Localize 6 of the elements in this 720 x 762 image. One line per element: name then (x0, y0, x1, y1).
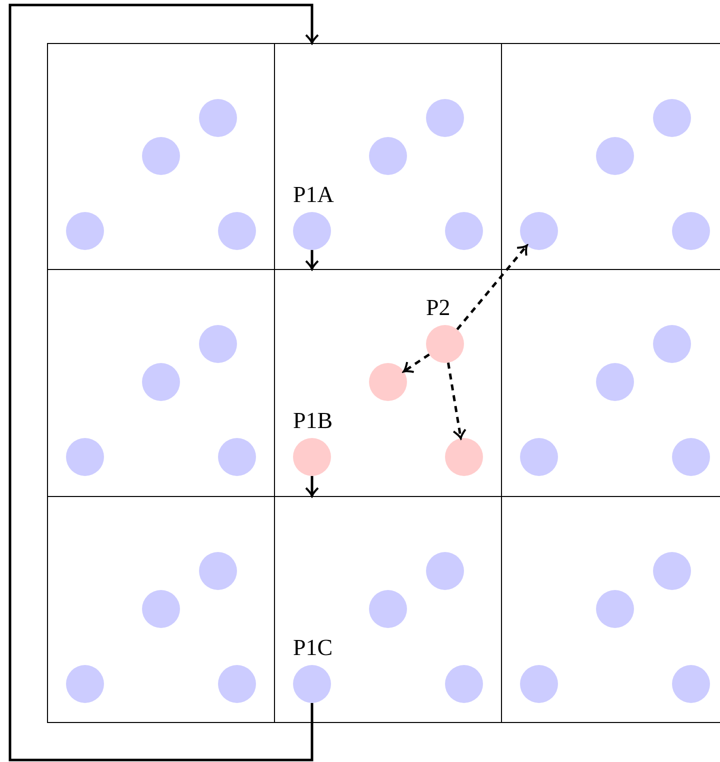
particle-label: P1B (293, 409, 333, 432)
particle-label: P2 (426, 296, 450, 319)
grid-cell (47, 43, 275, 270)
particle-label: P1C (293, 636, 333, 659)
grid-cell (47, 496, 275, 723)
particle-label: P1A (293, 183, 334, 206)
